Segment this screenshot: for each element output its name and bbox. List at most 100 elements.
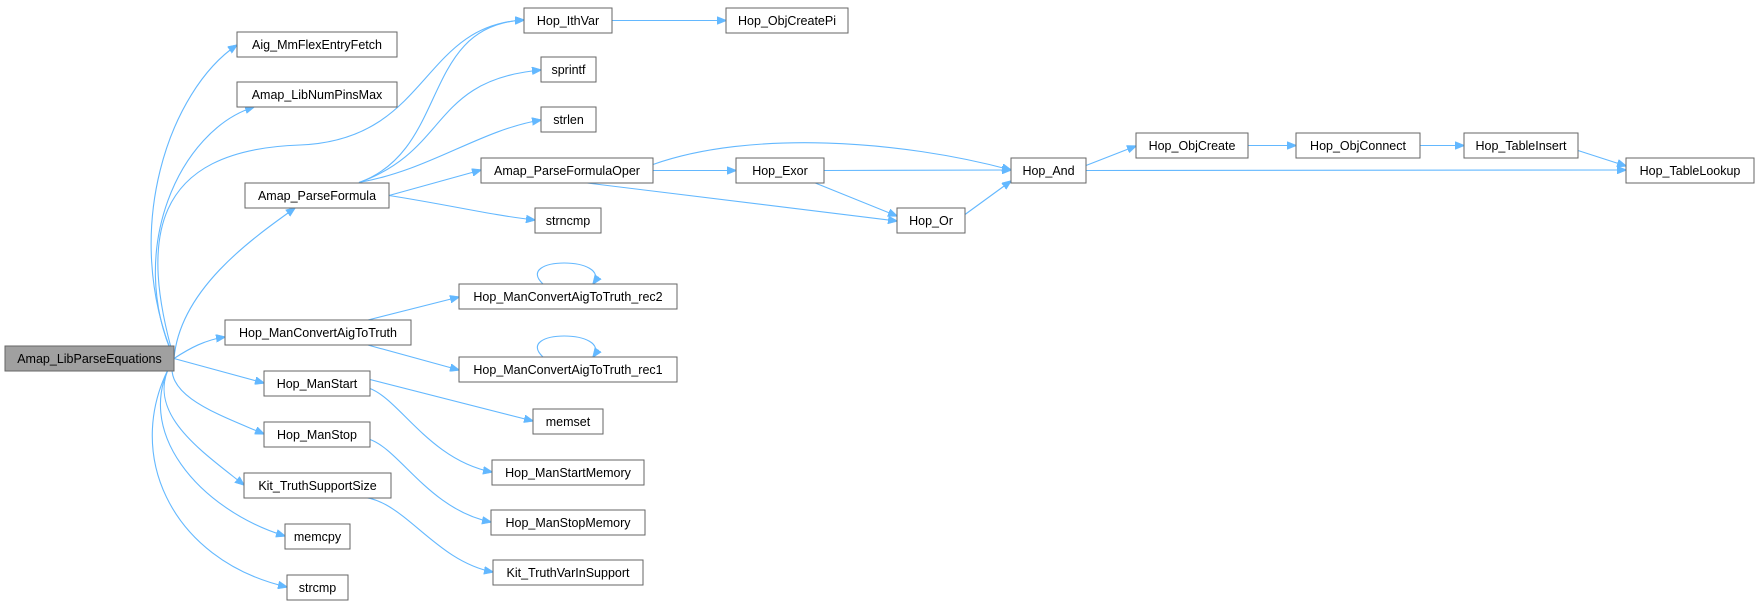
node-box: [263, 421, 371, 448]
edge-hmstop-to-hmstm: [369, 438, 491, 523]
node-label: sprintf: [551, 63, 586, 77]
node-ktss[interactable]: Kit_TruthSupportSize: [243, 472, 392, 499]
node-label: Hop_ObjCreate: [1149, 139, 1236, 153]
edge-ktss-to-ktvis: [350, 496, 493, 572]
node-box: [896, 207, 966, 234]
node-box: [244, 182, 390, 209]
node-root: Amap_LibParseEquations: [4, 345, 175, 372]
node-label: Hop_ManStartMemory: [505, 466, 631, 480]
edge-apf-to-apfo: [388, 170, 481, 197]
node-label: Kit_TruthVarInSupport: [507, 566, 631, 580]
node-box: [263, 370, 371, 397]
node-box: [534, 207, 602, 234]
node-rec2[interactable]: Hop_ManConvertAigToTruth_rec2: [458, 283, 678, 310]
edge-apf-to-strncmp: [388, 194, 535, 221]
node-and[interactable]: Hop_And: [1010, 157, 1087, 184]
edge-apf-to-strlen: [358, 120, 541, 184]
node-hmstop[interactable]: Hop_ManStop: [263, 421, 371, 448]
node-label: Hop_ManStopMemory: [505, 516, 631, 530]
edge-root-to-hmstop: [171, 358, 264, 435]
edge-hmstart-to-memset: [369, 378, 533, 422]
edge-root-to-hmcat: [173, 337, 225, 359]
node-aigmm[interactable]: Aig_MmFlexEntryFetch: [236, 31, 398, 58]
node-box: [1295, 132, 1421, 159]
node-box: [236, 31, 398, 58]
node-box: [1010, 157, 1087, 184]
node-hmstm[interactable]: Hop_ManStopMemory: [490, 509, 646, 536]
edge-root-to-aigmm: [150, 45, 237, 359]
edge-apfo-to-or: [582, 181, 897, 222]
edge-apf-to-ithvar: [358, 20, 524, 184]
node-tinsert[interactable]: Hop_TableInsert: [1463, 132, 1579, 159]
node-ktvis[interactable]: Kit_TruthVarInSupport: [492, 559, 644, 586]
node-box: [540, 56, 597, 83]
node-memcpy[interactable]: memcpy: [284, 523, 351, 550]
edge-root-to-hmstart: [173, 357, 264, 384]
edges-layer: [150, 20, 1626, 587]
node-strncmp[interactable]: strncmp: [534, 207, 602, 234]
node-label: strcmp: [299, 581, 337, 595]
node-box: [286, 574, 349, 601]
node-objpi[interactable]: Hop_ObjCreatePi: [725, 7, 849, 34]
edge-root-to-ktss: [163, 358, 244, 486]
node-apf[interactable]: Amap_ParseFormula: [244, 182, 390, 209]
node-label: Hop_ManStart: [277, 377, 358, 391]
node-label: Amap_LibNumPinsMax: [252, 88, 383, 102]
node-exor[interactable]: Hop_Exor: [735, 157, 825, 184]
node-ampins[interactable]: Amap_LibNumPinsMax: [236, 81, 398, 108]
node-hmcat[interactable]: Hop_ManConvertAigToTruth: [224, 319, 412, 346]
node-label: Hop_ManStop: [277, 428, 357, 442]
node-objcreate[interactable]: Hop_ObjCreate: [1135, 132, 1249, 159]
node-box: [540, 106, 597, 133]
edge-root-to-ithvar: [157, 20, 524, 359]
node-memset[interactable]: memset: [532, 408, 604, 435]
node-label: Hop_ObjConnect: [1310, 139, 1406, 153]
node-label: Hop_TableLookup: [1640, 164, 1741, 178]
node-box: [284, 523, 351, 550]
node-label: Hop_ManConvertAigToTruth_rec2: [473, 290, 662, 304]
node-label: memset: [546, 415, 591, 429]
node-box: [236, 81, 398, 108]
node-label: memcpy: [294, 530, 342, 544]
edge-exor-to-and: [823, 170, 1011, 171]
node-or[interactable]: Hop_Or: [896, 207, 966, 234]
edge-hmcat-to-rec1: [365, 343, 459, 371]
node-objconnect[interactable]: Hop_ObjConnect: [1295, 132, 1421, 159]
node-label: strlen: [553, 113, 584, 127]
node-label: Hop_Exor: [752, 164, 808, 178]
node-tlookup[interactable]: Hop_TableLookup: [1625, 157, 1755, 184]
nodes-layer: Amap_LibParseEquations Aig_MmFlexEntryFet…: [4, 7, 1755, 601]
node-box: [523, 7, 613, 34]
node-label: Hop_ObjCreatePi: [738, 14, 836, 28]
node-box: [532, 408, 604, 435]
node-label: Hop_ManConvertAigToTruth: [239, 326, 397, 340]
node-box: [1625, 157, 1755, 184]
edge-root-to-memcpy: [160, 358, 285, 537]
node-apfo[interactable]: Amap_ParseFormulaOper: [480, 157, 654, 184]
node-strlen[interactable]: strlen: [540, 106, 597, 133]
node-box: [1135, 132, 1249, 159]
node-strcmp[interactable]: strcmp: [286, 574, 349, 601]
node-box: [491, 459, 645, 486]
node-box: [490, 509, 646, 536]
node-box: [458, 283, 678, 310]
edge-or-to-and: [964, 181, 1011, 215]
node-box: [735, 157, 825, 184]
node-label: Hop_TableInsert: [1475, 139, 1567, 153]
node-sprintf[interactable]: sprintf: [540, 56, 597, 83]
edge-rec1-to-rec1: [536, 335, 595, 357]
edge-exor-to-or: [813, 181, 897, 217]
node-hmsm[interactable]: Hop_ManStartMemory: [491, 459, 645, 486]
node-rec1[interactable]: Hop_ManConvertAigToTruth_rec1: [458, 356, 678, 383]
node-box: [243, 472, 392, 499]
node-label: Amap_LibParseEquations: [17, 352, 162, 366]
node-hmstart[interactable]: Hop_ManStart: [263, 370, 371, 397]
node-box: [492, 559, 644, 586]
node-box: [480, 157, 654, 184]
edge-hmcat-to-rec2: [365, 297, 459, 322]
edge-tinsert-to-tlookup: [1577, 149, 1626, 167]
edge-root-to-ampins: [154, 107, 254, 359]
edge-and-to-tlookup: [1085, 170, 1626, 171]
node-label: strncmp: [546, 214, 591, 228]
node-ithvar[interactable]: Hop_IthVar: [523, 7, 613, 34]
